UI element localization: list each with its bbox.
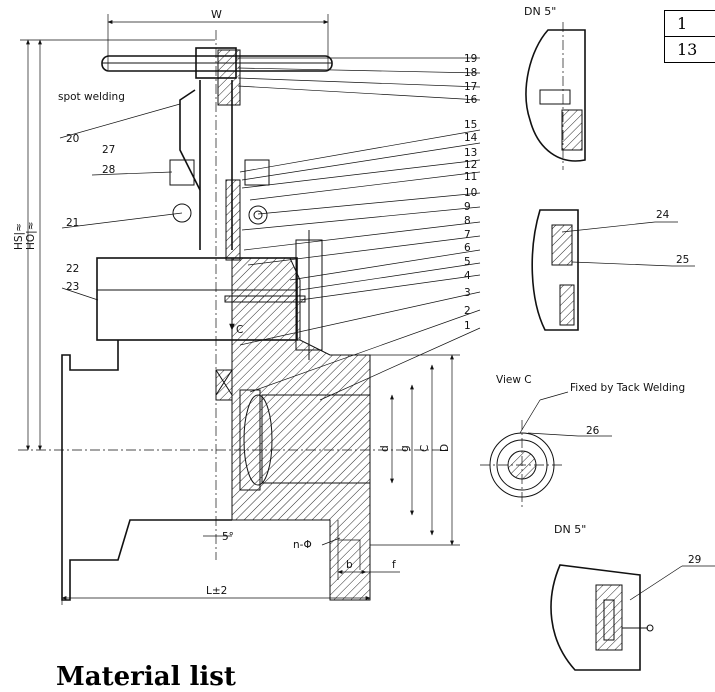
part-14: 14 [464, 132, 478, 144]
dim-c-arrow: C [236, 324, 243, 336]
part-21: 21 [66, 217, 79, 229]
note-spot-welding: spot welding [58, 91, 125, 103]
table-cell: 13 [665, 37, 715, 63]
part-9: 9 [464, 201, 471, 213]
part-26: 26 [586, 425, 600, 437]
part-22: 22 [66, 263, 79, 275]
dim-hs: HS|≈ [13, 223, 25, 250]
dim-ho: HO|≈ [25, 222, 37, 251]
note-tack-welding: Fixed by Tack Welding [570, 382, 685, 394]
part-20: 20 [66, 133, 79, 145]
detail-seal [532, 210, 695, 330]
material-table-fragment: 1 13 [664, 10, 715, 63]
part-3: 3 [464, 287, 471, 299]
part-15: 15 [464, 119, 477, 131]
part-27: 27 [102, 144, 115, 156]
part-6: 6 [464, 242, 471, 254]
detail-top [526, 22, 585, 170]
part-17: 17 [464, 81, 477, 93]
dim-w: W [211, 8, 222, 21]
dim-f: f [392, 559, 396, 571]
part-28: 28 [102, 164, 115, 176]
dim-l: L±2 [206, 585, 227, 597]
dim-d-small: d [379, 445, 391, 452]
part-5: 5 [464, 256, 471, 268]
part-13: 13 [464, 147, 477, 159]
part-23: 23 [66, 281, 79, 293]
part-1: 1 [464, 320, 471, 332]
view-label-dn5-top: DN 5" [524, 5, 556, 18]
part-19: 19 [464, 53, 477, 65]
part-2: 2 [464, 305, 471, 317]
part-11: 11 [464, 171, 477, 183]
part-24: 24 [656, 209, 670, 221]
table-cell: 1 [665, 11, 715, 37]
dim-angle: 5° [222, 531, 234, 543]
part-29: 29 [688, 554, 701, 566]
dim-c: C [419, 445, 431, 452]
dim-g: g [399, 445, 411, 452]
detail-bottom [551, 565, 715, 670]
dim-b: b [346, 559, 353, 571]
material-list-title: Material list [56, 662, 236, 692]
part-4: 4 [464, 270, 471, 282]
part-16: 16 [464, 94, 478, 106]
view-label-dn5-bottom: DN 5" [554, 523, 586, 536]
part-18: 18 [464, 67, 477, 79]
dim-d-big: D [439, 444, 451, 452]
dim-n-phi: n-Φ [293, 539, 312, 551]
part-7: 7 [464, 229, 471, 241]
view-label-c: View C [496, 374, 532, 386]
view-c [480, 392, 612, 510]
part-25: 25 [676, 254, 689, 266]
part-12: 12 [464, 159, 477, 171]
part-8: 8 [464, 215, 471, 227]
part-10: 10 [464, 187, 477, 199]
